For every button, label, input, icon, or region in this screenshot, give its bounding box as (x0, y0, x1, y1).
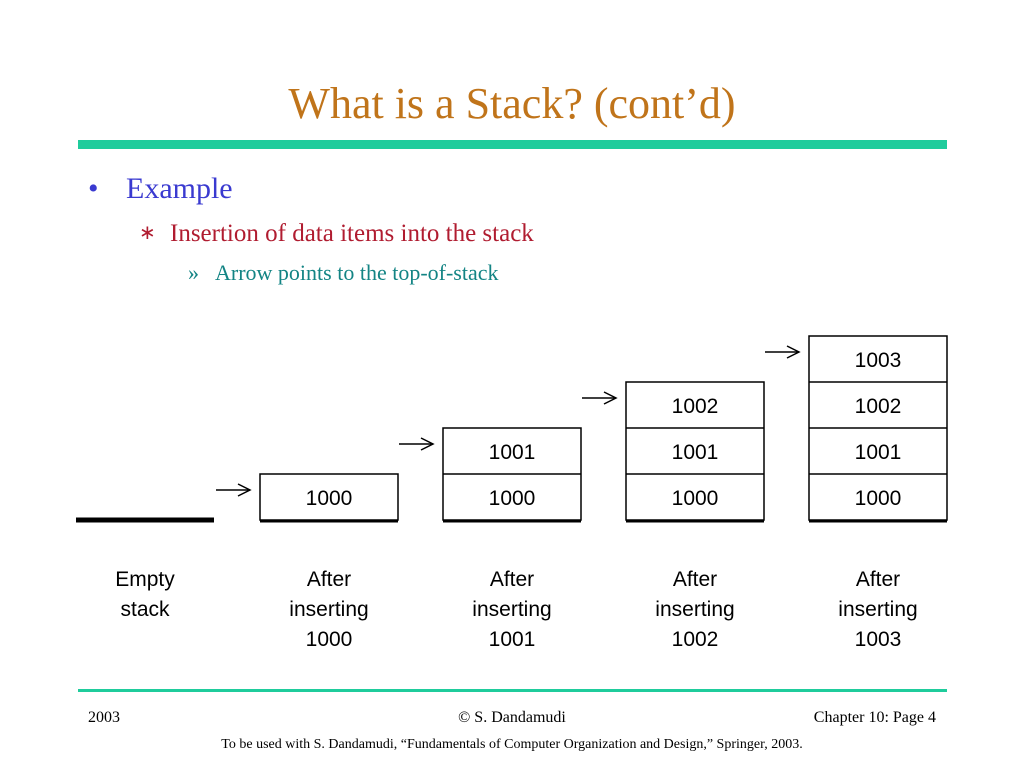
stack-cell-1-0: 1000 (306, 487, 353, 510)
bullet-level2: ∗ Insertion of data items into the stack (139, 218, 534, 251)
stack-caption-line-4-1: inserting (838, 598, 918, 621)
stack-caption-line-3-2: 1002 (671, 628, 719, 651)
stack-cell-2-1: 1001 (489, 441, 536, 464)
bullet-marker: ∗ (139, 222, 156, 244)
stack-cell-4-1: 1001 (855, 441, 902, 464)
stack-caption-line-4-0: After (855, 568, 901, 591)
stack-caption-1: After inserting 1000 (259, 565, 399, 655)
top-arrow-head-2 (420, 437, 435, 451)
stack-cell-4-2: 1002 (855, 395, 902, 418)
stack-caption-line-2-0: After (489, 568, 535, 591)
bullet-level3: » Arrow points to the top-of-stack (188, 259, 499, 287)
stack-caption-3: After inserting 1002 (625, 565, 765, 655)
bullet-text: Insertion of data items into the stack (170, 220, 534, 247)
top-arrow-head-4 (786, 345, 801, 359)
slide-title: What is a Stack? (cont’d) (288, 79, 736, 128)
footer-divider (78, 689, 947, 692)
footer-year: 2003 (88, 709, 120, 726)
stack-caption-2: After inserting 1001 (442, 565, 582, 655)
stack-caption-line-2-1: inserting (472, 598, 552, 621)
footer-credit: To be used with S. Dandamudi, “Fundament… (221, 737, 803, 752)
stack-cell-3-1: 1001 (672, 441, 719, 464)
stack-cell-3-0: 1000 (672, 487, 719, 510)
stack-caption-line-2-2: 1001 (488, 628, 536, 651)
stack-caption-4: After inserting 1003 (808, 565, 948, 655)
stack-caption-line-0-0: Empty (115, 568, 175, 591)
bullet-text: Arrow points to the top-of-stack (215, 260, 499, 285)
stack-cell-2-0: 1000 (489, 487, 536, 510)
stack-cell-3-2: 1002 (672, 395, 719, 418)
top-arrow-head-3 (603, 391, 618, 405)
stack-caption-line-3-1: inserting (655, 598, 735, 621)
stack-cell-4-3: 1003 (855, 349, 902, 372)
stack-outline-1 (259, 473, 399, 521)
bullet-marker: » (188, 260, 199, 285)
bullet-marker: • (88, 172, 99, 205)
title-divider (78, 140, 947, 149)
bullet-text: Example (126, 172, 233, 205)
stack-caption-line-3-0: After (672, 568, 718, 591)
stack-outline-3 (625, 381, 765, 521)
stack-caption-line-1-1: inserting (289, 598, 369, 621)
stack-caption-line-4-2: 1003 (854, 628, 902, 651)
stack-caption-line-1-0: After (306, 568, 352, 591)
stack-caption-line-0-1: stack (120, 598, 170, 621)
footer-author: © S. Dandamudi (458, 709, 566, 726)
bullet-level1: • Example (88, 171, 233, 207)
top-arrow-head-1 (237, 483, 252, 497)
stack-caption-0: Empty stack (75, 565, 215, 625)
stack-caption-line-1-2: 1000 (305, 628, 353, 651)
footer-page: Chapter 10: Page 4 (813, 709, 936, 726)
stack-cell-4-0: 1000 (855, 487, 902, 510)
